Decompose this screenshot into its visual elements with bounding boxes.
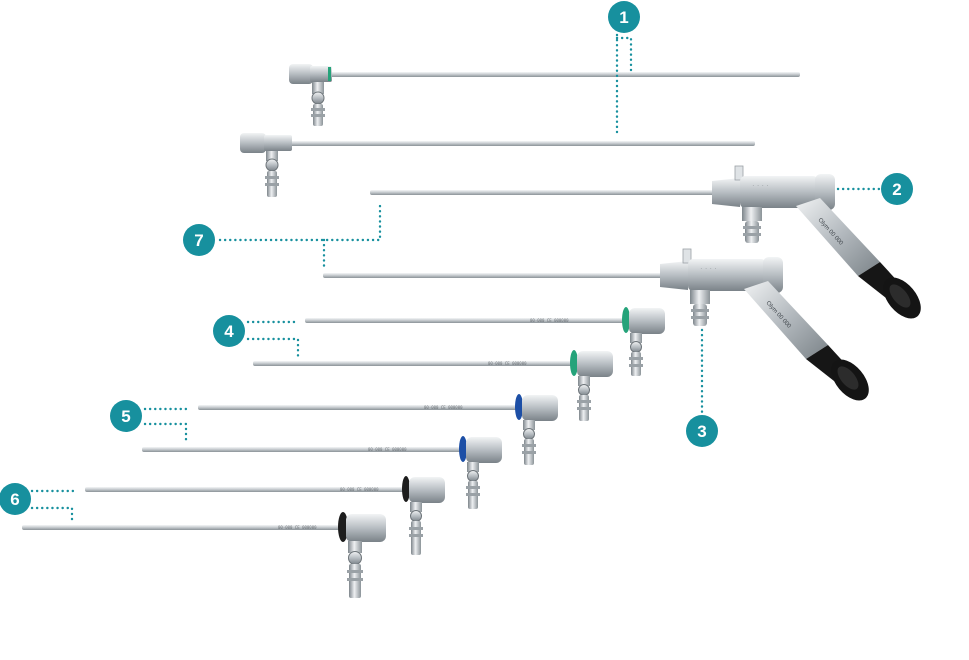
- engraving: . . . .: [700, 265, 717, 270]
- instrument-group-4: 00-000 CE 000000 00-000 CE 000000: [253, 307, 665, 421]
- svg-text:00-000 CE 000000: 00-000 CE 000000: [278, 525, 317, 530]
- instrument-group-2: . . . . Olym 00 000: [370, 165, 921, 319]
- instrument-group-1: [240, 64, 800, 197]
- leader-lines: [30, 33, 882, 523]
- number-badge-icon[interactable]: 2: [881, 173, 913, 205]
- instrument-group-5: 00-000 CE 000000 00-000 CE 000000: [142, 394, 558, 509]
- svg-text:00-000 CE 000000: 00-000 CE 000000: [424, 405, 463, 410]
- number-badge-icon[interactable]: 5: [110, 400, 142, 432]
- sheath-4b: 00-000 CE 000000: [253, 350, 613, 421]
- svg-text:00-000 CE 000000: 00-000 CE 000000: [340, 487, 379, 492]
- sheath-1b: [240, 133, 755, 197]
- number-badge-icon[interactable]: 3: [686, 415, 718, 447]
- leader-1-branch: [615, 36, 633, 72]
- number-badge-icon[interactable]: 4: [213, 315, 245, 347]
- sheath-5a: 00-000 CE 000000: [198, 394, 558, 465]
- instrument-group-6: 00-000 CE 000000 00-000 CE 000000: [22, 476, 445, 598]
- svg-text:7: 7: [194, 231, 203, 250]
- number-badge-icon[interactable]: 7: [183, 224, 215, 256]
- svg-text:2: 2: [892, 180, 901, 199]
- svg-text:3: 3: [697, 422, 706, 441]
- sheath-4a: 00-000 CE 000000: [305, 307, 665, 376]
- sheath-6b: 00-000 CE 000000: [22, 512, 386, 598]
- leader-6-branch: [30, 506, 74, 523]
- telescope-2: . . . . Olym 00 000: [370, 165, 921, 319]
- svg-text:00-000 CE 000000: 00-000 CE 000000: [488, 361, 527, 366]
- number-badge-icon[interactable]: 6: [0, 483, 31, 515]
- sheath-6a: 00-000 CE 000000: [85, 476, 445, 555]
- leader-4-branch: [246, 337, 300, 358]
- svg-text:00-000 CE 000000: 00-000 CE 000000: [368, 447, 407, 452]
- svg-text:6: 6: [10, 490, 19, 509]
- svg-text:1: 1: [619, 8, 628, 27]
- number-badge-icon[interactable]: 1: [608, 1, 640, 33]
- svg-text:00-000 CE 000000: 00-000 CE 000000: [530, 318, 569, 323]
- telescope-3: . . . . Olym 00 000: [323, 248, 869, 401]
- svg-text:4: 4: [224, 322, 234, 341]
- sheath-5b: 00-000 CE 000000: [142, 436, 502, 509]
- instrument-group-3: . . . . Olym 00 000: [323, 248, 869, 401]
- leader-7: [218, 201, 382, 242]
- svg-text:5: 5: [121, 407, 130, 426]
- leader-5-branch: [143, 422, 188, 445]
- callout-badges: 1 2 3 4 5 6 7: [0, 1, 913, 515]
- sheath-1a: [289, 64, 800, 126]
- engraving: . . . .: [752, 182, 769, 187]
